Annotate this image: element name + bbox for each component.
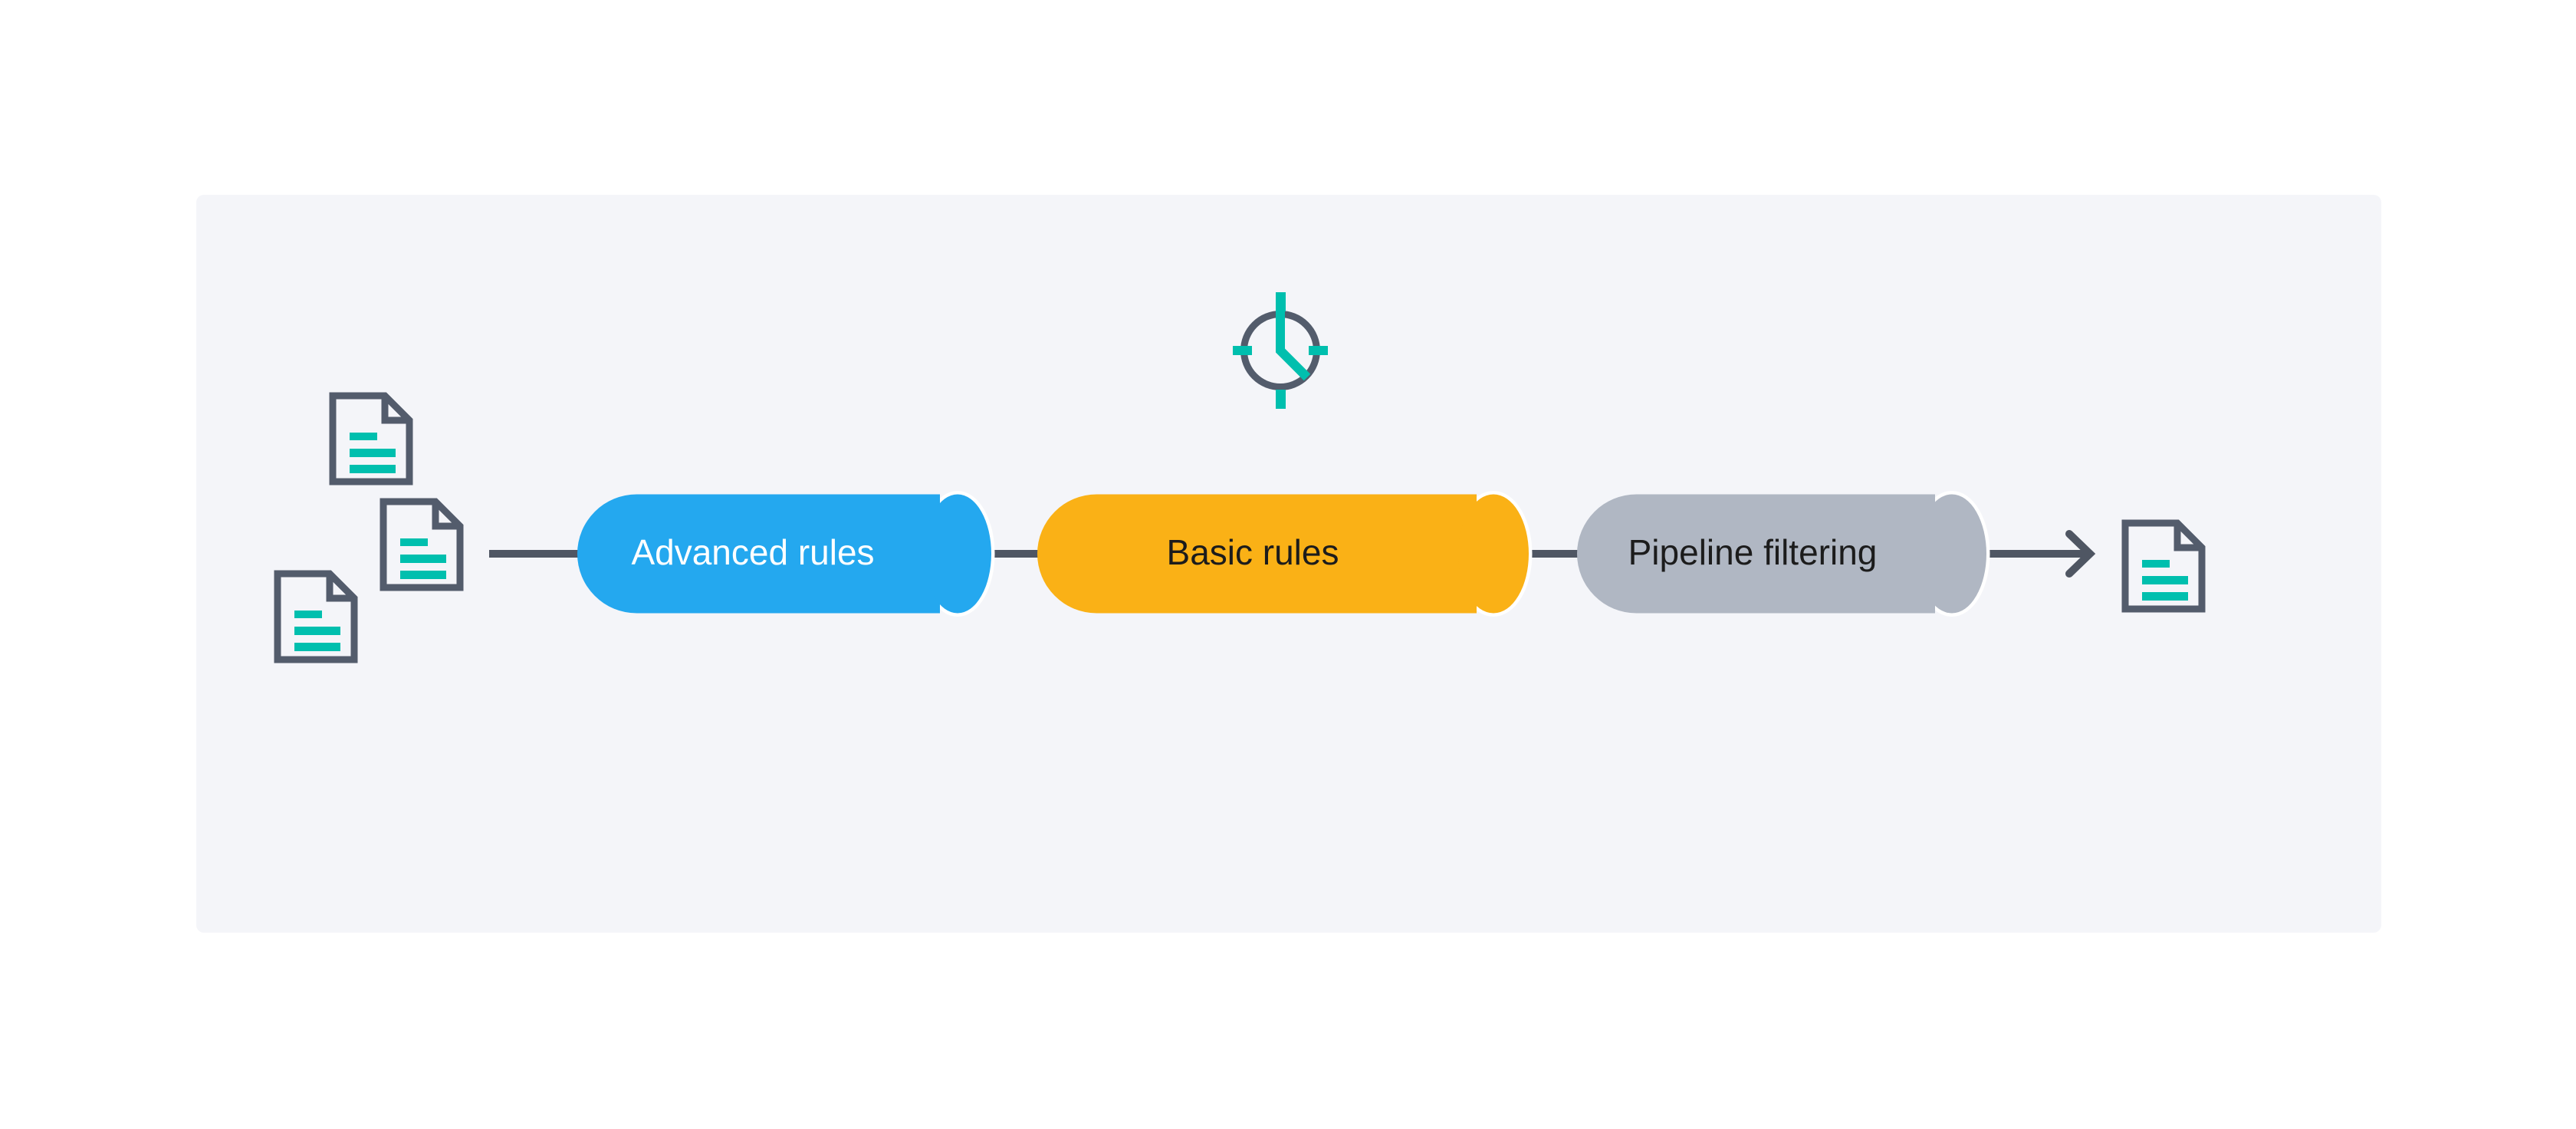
cylinder-body	[577, 494, 940, 614]
cylinder-body	[1577, 494, 1935, 614]
stage-label: Pipeline filtering	[1628, 532, 1878, 572]
stage-label: Basic rules	[1167, 532, 1339, 572]
output-arrow-head	[2065, 530, 2096, 578]
clock-icon	[1233, 292, 1328, 409]
cylinder-end-cap	[924, 494, 991, 614]
stage-basic-rules[interactable]: Basic rules	[1037, 491, 1533, 617]
stage-pipeline-filtering[interactable]: Pipeline filtering	[1577, 491, 1990, 617]
stage-advanced-rules[interactable]: Advanced rules	[577, 491, 995, 617]
cylinder-body	[1037, 494, 1477, 614]
stage-label: Advanced rules	[631, 532, 874, 572]
cylinder-end-cap	[1458, 494, 1529, 614]
cylinder-end-cap	[1917, 494, 1986, 614]
